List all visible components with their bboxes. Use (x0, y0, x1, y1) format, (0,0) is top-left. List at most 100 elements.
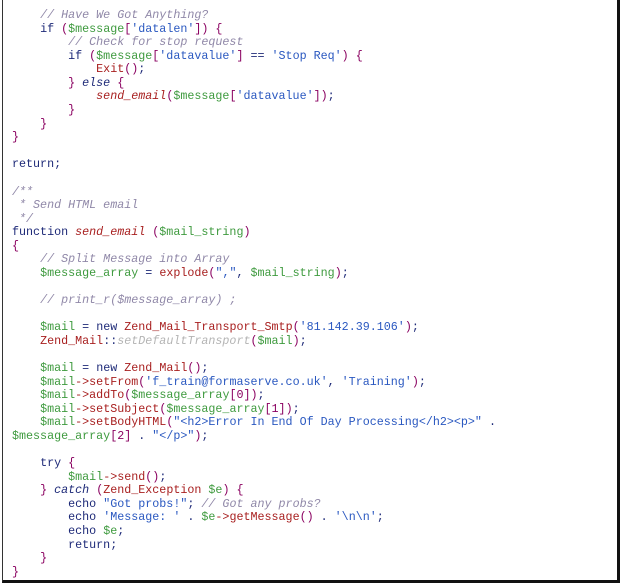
code-token (12, 62, 96, 76)
code-token: $mail_string (250, 265, 335, 280)
code-token: // Have We Got Anything? (40, 8, 209, 22)
code-token: ( (166, 89, 174, 104)
code-token (12, 388, 40, 402)
code-line: } else { (12, 75, 496, 91)
code-token: ; (411, 320, 419, 335)
code-token: , (327, 374, 342, 389)
code-token: ->setFrom (75, 374, 139, 389)
code-token: // print_r($message_array) ; (40, 293, 237, 308)
code-line: /** (12, 185, 496, 200)
code-token: $mail (40, 415, 76, 430)
code-token: '\n\n' (334, 510, 377, 525)
code-line: return; (12, 158, 496, 172)
code-token: } (68, 103, 76, 118)
code-token: ( (152, 225, 160, 240)
code-token: $mail (68, 469, 104, 484)
code-line: Zend_Mail::setDefaultTransport($mail); (12, 333, 496, 349)
code-line: // Check for stop request (12, 35, 496, 50)
code-token: { (236, 483, 244, 498)
code-token: ; (257, 388, 265, 403)
code-line: $mail = new Zend_Mail_Transport_Smtp('81… (12, 321, 496, 335)
code-token: ( (124, 388, 132, 403)
code-token (12, 35, 68, 49)
code-token: ; (159, 469, 167, 484)
code-token: [ (152, 48, 160, 63)
code-token: catch (54, 483, 90, 498)
code-token: ; (327, 89, 335, 104)
code-token: ]) (313, 89, 328, 104)
code-token: } (40, 116, 48, 131)
code-token: ; (376, 510, 384, 525)
code-token: $message_array (12, 428, 111, 443)
code-token: = (75, 361, 97, 376)
code-line: } (12, 130, 496, 145)
code-token: echo (68, 523, 97, 538)
code-line: echo 'Message: ' . $e->getMessage() . '\… (12, 511, 496, 525)
code-line: send_email($message['datavalue']); (12, 90, 496, 104)
code-token: if (68, 48, 83, 63)
code-token: } (68, 75, 76, 90)
code-line (12, 444, 496, 458)
code-token: 'f_train@formaserve.co.uk' (145, 374, 328, 389)
code-line: $mail = new Zend_Mail(); (12, 361, 496, 376)
code-token: [2] (110, 428, 132, 443)
code-token: ->setSubject (75, 401, 160, 416)
code-token: ; (201, 428, 209, 443)
code-line: $mail->setSubject($message_array[1]); (12, 401, 496, 417)
code-token: () (299, 510, 314, 525)
code-token (12, 402, 40, 416)
code-token: "</p>" (152, 428, 195, 443)
code-token: echo (68, 510, 97, 525)
code-token (12, 117, 40, 131)
code-line (12, 145, 496, 159)
code-token: ->setBodyHTML (75, 415, 167, 430)
code-token: ( (250, 333, 258, 348)
code-token (12, 320, 40, 334)
code-token: send_email (75, 225, 146, 240)
code-token: $mail_string (159, 225, 244, 240)
code-line: */ (12, 212, 496, 227)
code-token: ( (166, 415, 174, 430)
code-token: . (180, 510, 202, 525)
code-token: send_email (96, 89, 167, 104)
code-token: ; (292, 401, 300, 416)
code-token (12, 103, 68, 117)
code-token (12, 415, 40, 429)
code-token: $message (68, 21, 125, 36)
code-line: * Send HTML email (12, 198, 496, 213)
code-token: if (40, 21, 55, 36)
code-token: new (96, 320, 118, 335)
code-token: $mail (40, 361, 76, 376)
code-token: ; (299, 333, 307, 348)
code-token: return (68, 537, 111, 552)
code-token: { (68, 456, 76, 471)
code-token: ( (138, 374, 146, 389)
code-line: Exit(); (12, 63, 496, 77)
code-token (12, 8, 40, 22)
code-token: { (215, 21, 223, 36)
code-token: $mail (40, 320, 76, 335)
code-token: ]) (194, 21, 209, 36)
code-token: ( (208, 265, 216, 280)
code-token (12, 22, 40, 36)
code-token: [ (229, 89, 237, 104)
code-token: else (82, 75, 111, 90)
code-line: // Split Message into Array (12, 253, 496, 267)
code-token: == (243, 48, 272, 63)
code-token: * Send HTML email (12, 198, 139, 213)
code-editor[interactable]: // Have We Got Anything? if ($message['d… (12, 8, 496, 579)
code-token: 'datavalue' (236, 89, 314, 104)
code-token: ) (292, 333, 300, 348)
code-token (12, 293, 40, 307)
code-token: 'Stop Req' (271, 48, 342, 63)
code-token: new (96, 361, 118, 376)
code-token: "Got probs!" (103, 496, 188, 511)
code-token: Zend_Mail_Transport_Smtp (124, 320, 293, 335)
code-line: // Have We Got Anything? (12, 8, 496, 23)
code-token: ->getMessage (215, 510, 300, 525)
code-token: setDefaultTransport (117, 333, 251, 348)
code-token: // Check for stop request (68, 35, 244, 50)
code-token: . (313, 510, 335, 525)
code-token: ; (117, 523, 125, 538)
code-token: = (138, 265, 160, 280)
